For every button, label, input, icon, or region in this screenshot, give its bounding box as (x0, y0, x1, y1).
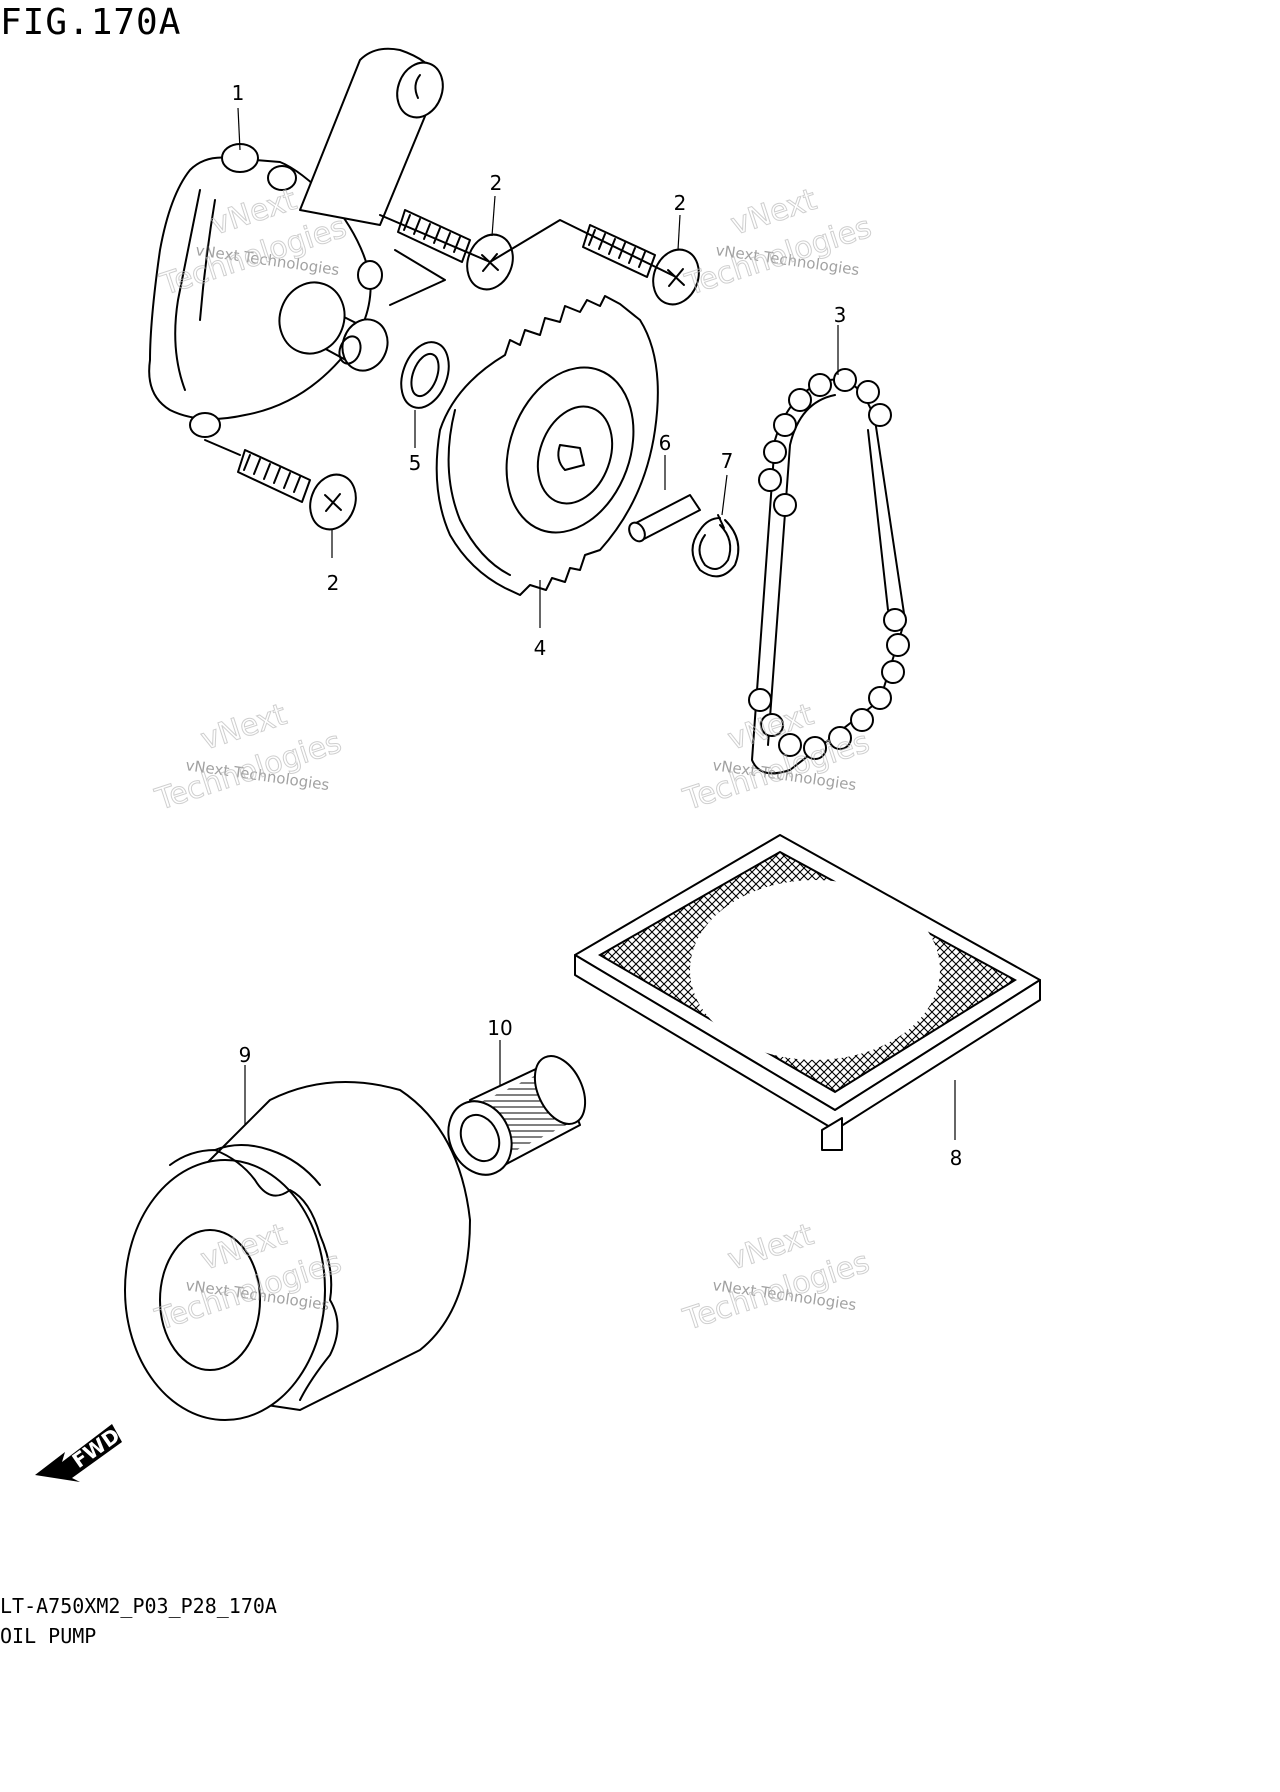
oil-pump-housing-part (148, 47, 444, 438)
watermark-top-right: vNext Technologies vNext Technologies (680, 182, 876, 304)
callout-8: 8 (950, 1146, 963, 1170)
forward-direction-arrow: FWD (35, 1423, 124, 1482)
chain-links-bottom (748, 608, 910, 760)
figure-title: FIG.170A (0, 2, 182, 43)
bolt-part-lower (237, 449, 357, 531)
oil-filter-union-part (447, 1055, 587, 1176)
assembly-line-upper (379, 214, 677, 278)
circlip-part (691, 514, 740, 578)
oil-strainer-part (574, 834, 1041, 1151)
callout-3: 3 (834, 303, 847, 327)
callout-7: 7 (721, 449, 734, 473)
assembly-line-lower (204, 439, 241, 456)
figure-name: OIL PUMP (0, 1624, 97, 1648)
leader-lines (237, 107, 956, 1140)
callout-9: 9 (239, 1043, 252, 1067)
pin-part (628, 494, 701, 543)
assembly-line-middle (389, 249, 446, 306)
callout-2-c: 2 (327, 571, 340, 595)
oil-filter-part (124, 1081, 471, 1421)
watermark-middle-left: vNext Technologies vNext Technologies (150, 697, 346, 819)
bolt-part-upper-middle (397, 209, 514, 291)
figure-code: LT-A750XM2_P03_P28_170A (0, 1594, 277, 1618)
callout-6: 6 (659, 431, 672, 455)
callout-5: 5 (409, 451, 422, 475)
oil-pump-chain-part (748, 368, 910, 775)
washer-part (400, 341, 450, 409)
callout-10: 10 (487, 1016, 512, 1040)
sprocket-gear-part (435, 295, 659, 596)
chain-links-top (758, 368, 892, 517)
callout-2-a: 2 (490, 171, 503, 195)
callout-4: 4 (534, 636, 547, 660)
callout-1: 1 (232, 81, 245, 105)
watermark-bottom-right: vNext Technologies vNext Technologies (678, 1217, 874, 1339)
callout-2-b: 2 (674, 191, 687, 215)
watermark-middle-right: vNext Technologies vNext Technologies (678, 697, 874, 819)
